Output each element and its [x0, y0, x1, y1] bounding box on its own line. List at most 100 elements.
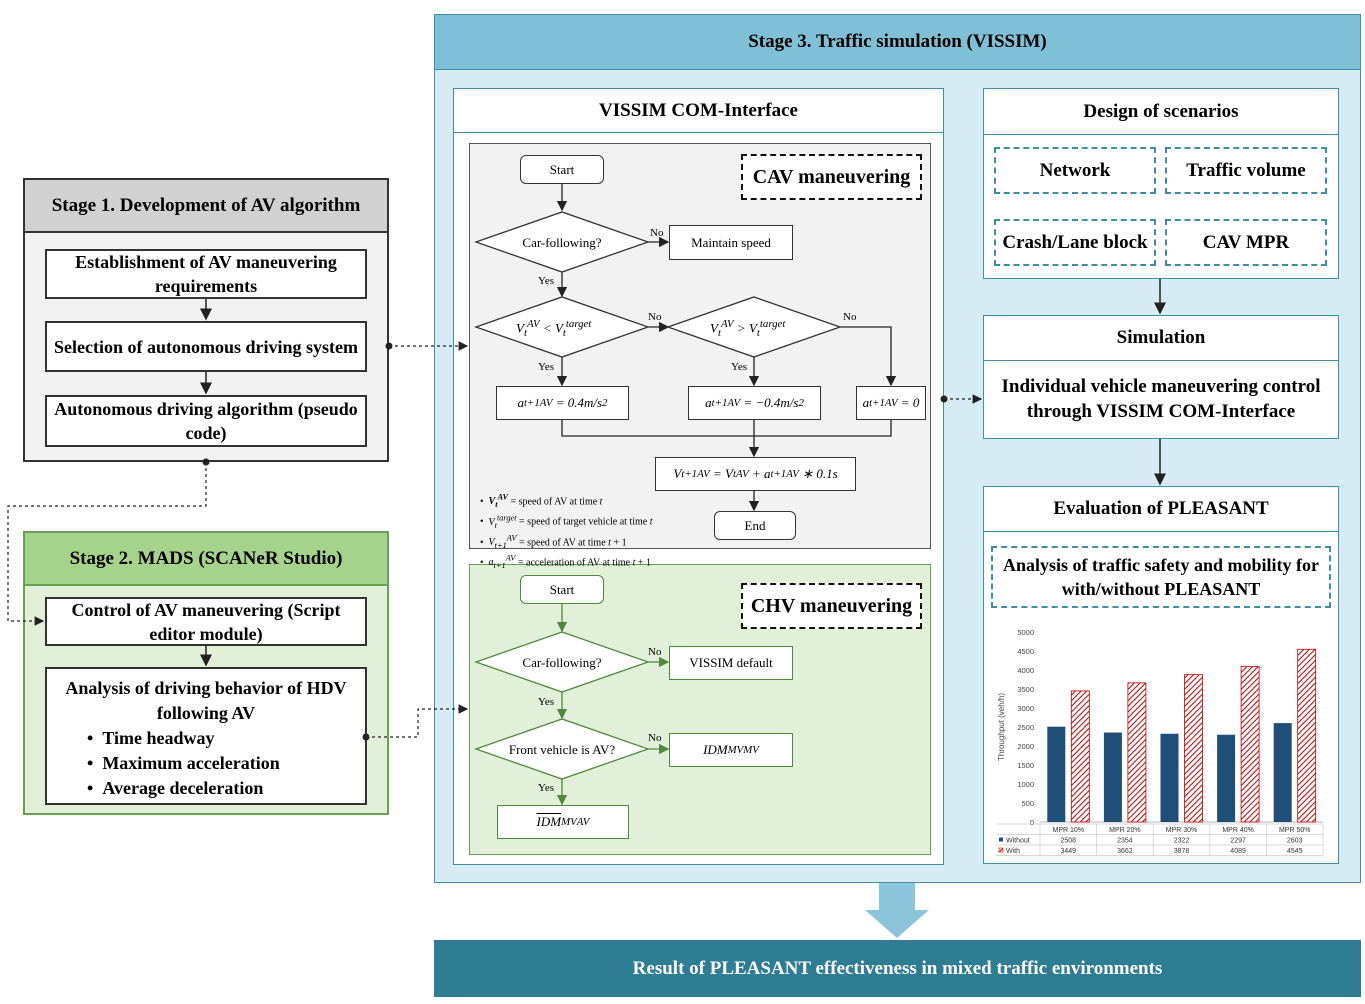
chart-category-label: MPR 20% — [1109, 827, 1141, 834]
evaluation-header: Evaluation of PLEASANT — [983, 486, 1339, 532]
chart-ytick-label: 4000 — [1017, 666, 1034, 675]
chart-table-value: 2297 — [1230, 838, 1246, 845]
com-interface-header: VISSIM COM-Interface — [453, 88, 944, 133]
scenario-network: Network — [994, 147, 1156, 194]
cav-legend: • VtAV = speed of AV at time t • Vttarge… — [480, 491, 710, 572]
chart-category-label: MPR 50% — [1279, 827, 1311, 834]
chart-ytick-label: 0 — [1030, 818, 1034, 827]
chv-vissim-default-node: VISSIM default — [669, 646, 793, 680]
chart-bar-with — [1127, 682, 1147, 823]
stage2-control-box: Control of AV maneuvering (Script editor… — [45, 597, 367, 646]
stage1-title: Stage 1. Development of AV algorithm — [51, 194, 361, 216]
chv-front-av-diamond — [474, 718, 650, 780]
chv-no-label: No — [648, 732, 662, 744]
scenario-crash-lane-block-text: Crash/Lane block — [1002, 231, 1148, 253]
stage1-header: Stage 1. Development of AV algorithm — [23, 178, 389, 233]
stage1-requirements-box: Establishment of AV maneuvering requirem… — [45, 249, 367, 299]
chv-car-following-diamond — [474, 631, 650, 693]
chart-table-value: 2354 — [1117, 838, 1133, 845]
stage2-bullet: • Maximum acceleration — [87, 753, 280, 773]
chart-ytick-label: 5000 — [1017, 628, 1034, 637]
chart-ytick-label: 1000 — [1017, 780, 1034, 789]
cav-maintain-speed-node: Maintain speed — [669, 225, 793, 260]
chart-ytick-label: 1500 — [1017, 761, 1034, 770]
cav-speed-less-diamond — [474, 296, 650, 358]
cav-start-node: Start — [520, 155, 604, 184]
result-banner: Result of PLEASANT effectiveness in mixe… — [434, 940, 1361, 997]
chart-table-value: 2603 — [1287, 838, 1303, 845]
cav-yes-label: Yes — [731, 361, 748, 373]
chart-ylabel: Throughput (veh/h) — [997, 693, 1006, 761]
chart-legend-swatch — [998, 847, 1004, 853]
cav-start-text: Start — [549, 161, 575, 177]
cav-yes-label: Yes — [538, 361, 555, 373]
evaluation-analysis-text: Analysis of traffic safety and mobility … — [1003, 555, 1319, 599]
chv-maneuvering-text: CHV maneuvering — [750, 594, 913, 617]
cav-no-label: No — [843, 311, 857, 323]
scenario-network-text: Network — [1039, 159, 1111, 181]
chart-legend-label: Without — [1006, 838, 1030, 845]
stage2-control-text: Control of AV maneuvering (Script editor… — [71, 599, 341, 644]
chart-bar-with — [1240, 666, 1260, 823]
chart-legend-swatch — [999, 837, 1003, 842]
cav-cond-less-text: VtAV < Vttarget — [516, 318, 592, 339]
chart-ytick-label: 4500 — [1017, 647, 1034, 656]
stage1-requirements-text: Establishment of AV maneuvering requirem… — [75, 252, 337, 296]
cav-legend-item: • at+1AV = acceleration of AV at time t … — [480, 553, 651, 571]
cav-flow-lines — [556, 183, 897, 512]
scenario-cav-mpr-text: CAV MPR — [1202, 231, 1290, 253]
cav-legend-item: • Vttarget = speed of target vehicle at … — [480, 513, 653, 530]
chart-category-label: MPR 10% — [1053, 827, 1085, 834]
stage2-bullet-max-acceleration: Maximum acceleration — [102, 753, 280, 773]
cav-end-node: End — [714, 511, 796, 540]
stage2-title: Stage 2. MADS (SCANeR Studio) — [69, 547, 343, 569]
chart-table-value: 3449 — [1061, 848, 1077, 855]
result-down-arrow — [865, 883, 929, 938]
chart-table-value: 2322 — [1174, 838, 1190, 845]
stage1-algorithm-text: Autonomous driving algorithm (pseudo cod… — [54, 399, 358, 443]
stage2-header: Stage 2. MADS (SCANeR Studio) — [23, 531, 389, 586]
chart-ytick-label: 2500 — [1017, 723, 1034, 732]
chart-table-value: 2508 — [1061, 838, 1077, 845]
chart-table-value: 3878 — [1174, 848, 1190, 855]
cav-maneuvering-label: CAV maneuvering — [741, 154, 922, 200]
scenario-crash-lane-block: Crash/Lane block — [994, 219, 1156, 266]
simulation-title: Simulation — [1116, 327, 1206, 348]
cav-yes-label: Yes — [538, 275, 555, 287]
scenario-cav-mpr: CAV MPR — [1165, 219, 1327, 266]
chart-table-value: 4545 — [1287, 848, 1303, 855]
chart-bar-with — [1070, 690, 1090, 823]
stage2-analysis-box: Analysis of driving behavior of HDV foll… — [45, 667, 367, 805]
stage2-bullet-time-headway: Time headway — [102, 728, 215, 748]
cav-no-label: No — [648, 311, 662, 323]
result-text: Result of PLEASANT effectiveness in mixe… — [632, 957, 1163, 979]
stage3-header: Stage 3. Traffic simulation (VISSIM) — [434, 14, 1361, 70]
stage1-selection-box: Selection of autonomous driving system — [45, 321, 367, 372]
cav-maneuvering-text: CAV maneuvering — [752, 165, 911, 188]
chart-bar-without — [1103, 732, 1122, 822]
simulation-header: Simulation — [983, 315, 1339, 361]
cav-maintain-speed-text: Maintain speed — [691, 234, 771, 250]
stage2-analysis-title: Analysis of driving behavior of HDV foll… — [65, 678, 347, 723]
chart-ytick-label: 3000 — [1017, 704, 1034, 713]
cav-car-following-diamond — [474, 211, 650, 273]
scenario-traffic-volume: Traffic volume — [1165, 147, 1327, 194]
throughput-chart: Throughput (veh/h)0500100015002000250030… — [996, 628, 1324, 856]
scenario-traffic-volume-text: Traffic volume — [1186, 159, 1306, 181]
chart-bar-without — [1047, 726, 1066, 822]
cav-end-text: End — [744, 517, 766, 533]
chart-bar-with — [1297, 648, 1317, 823]
cav-no-label: No — [650, 227, 664, 239]
chart-bar-with — [1184, 674, 1203, 823]
chv-vissim-default-text: VISSIM default — [689, 655, 773, 670]
chv-front-av-text: Front vehicle is AV? — [508, 742, 616, 757]
chart-table-value: 3662 — [1117, 848, 1133, 855]
chart-legend-label: With — [1006, 848, 1020, 855]
chart-ytick-label: 500 — [1021, 799, 1034, 808]
chv-car-following-text: Car-following? — [522, 655, 602, 670]
